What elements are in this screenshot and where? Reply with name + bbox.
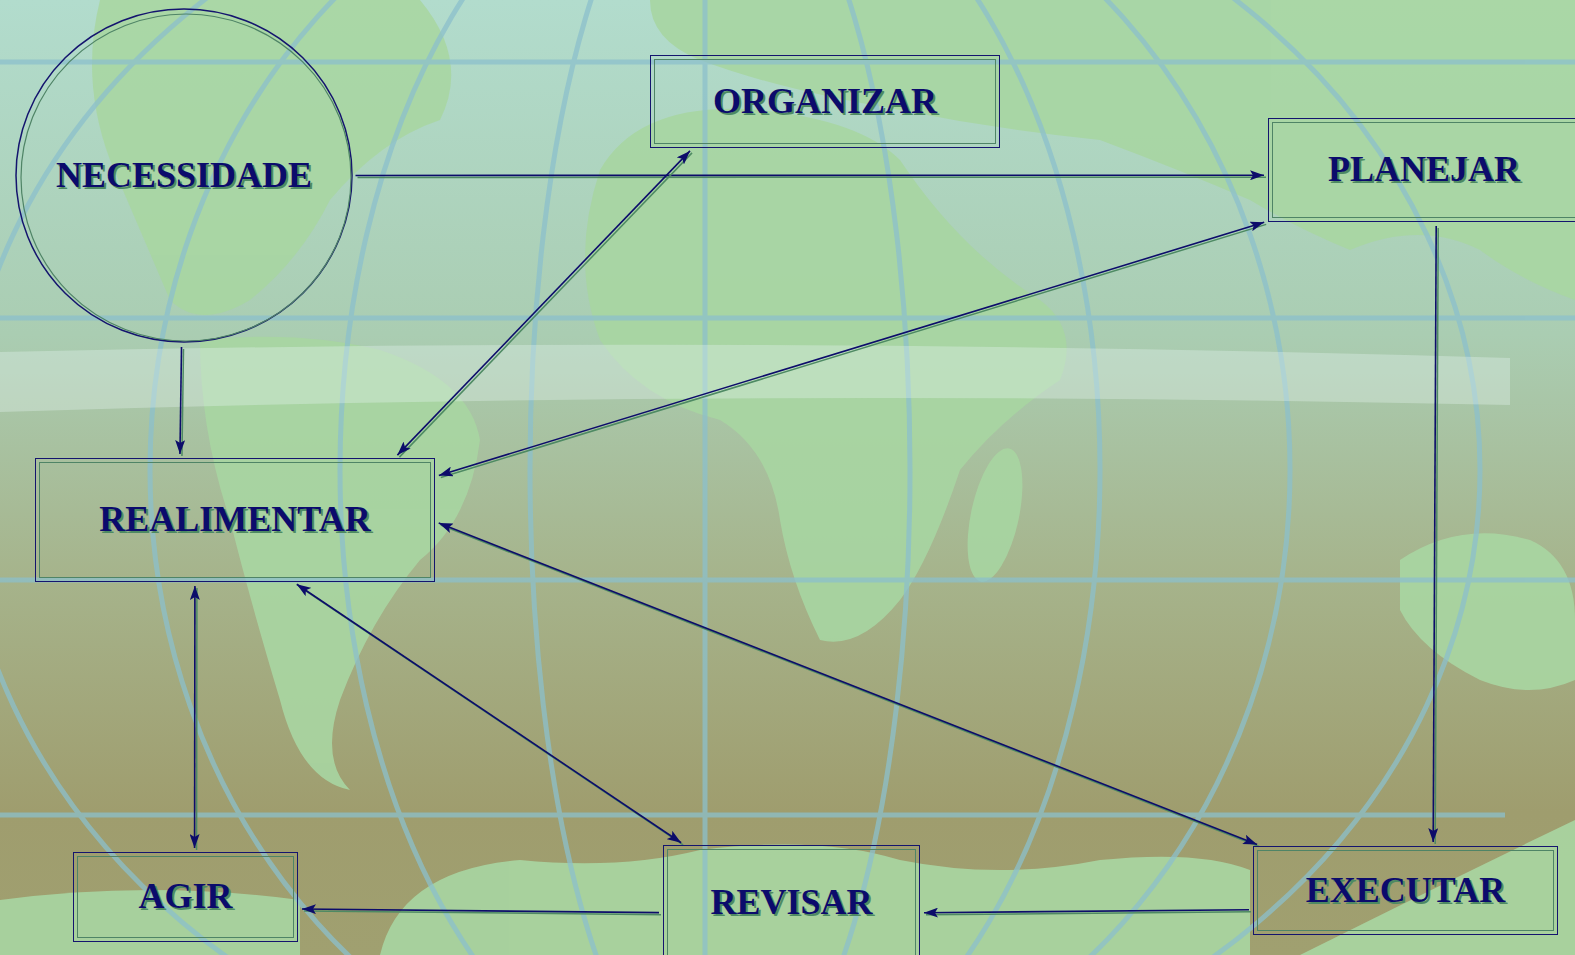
connector-line xyxy=(180,347,182,454)
node-label: PLANEJAR xyxy=(1328,150,1520,190)
connector xyxy=(439,523,1259,846)
node-label: ORGANIZAR xyxy=(713,82,937,122)
meridian-line xyxy=(0,0,1480,955)
node-label: REALIMENTAR xyxy=(99,500,370,540)
continent xyxy=(1400,533,1575,690)
meridian-line xyxy=(530,0,910,955)
connector-line xyxy=(194,586,196,848)
connector xyxy=(356,175,1267,177)
node-label: NECESSIDADE xyxy=(56,156,312,196)
node-label: EXECUTAR xyxy=(1306,871,1505,911)
circle-node: NECESSIDADE xyxy=(15,8,353,343)
connector-line xyxy=(356,174,1265,176)
circle-outline xyxy=(16,9,352,342)
process-box: REVISAR xyxy=(663,845,920,955)
connector xyxy=(297,584,683,845)
connector-shadow xyxy=(182,349,184,456)
connector-line xyxy=(439,222,1264,475)
process-box: ORGANIZAR xyxy=(650,55,1000,148)
connector-line xyxy=(924,910,1249,913)
connector xyxy=(439,222,1266,477)
process-box: REALIMENTAR xyxy=(35,458,435,582)
node-label: AGIR xyxy=(138,877,232,917)
latitude-line xyxy=(0,60,1575,65)
island xyxy=(957,443,1032,586)
process-box: AGIR xyxy=(73,852,298,942)
connector-shadow xyxy=(441,525,1259,846)
latitude-line xyxy=(0,813,1505,818)
circle-outline xyxy=(21,14,351,341)
process-box: PLANEJAR xyxy=(1268,118,1575,222)
connector-line xyxy=(397,151,690,455)
connector-line xyxy=(439,523,1257,844)
meridian-line xyxy=(150,0,1290,955)
latitude-line xyxy=(0,316,1575,321)
connector xyxy=(195,586,197,850)
connector-shadow xyxy=(196,588,198,850)
process-box: EXECUTAR xyxy=(1253,846,1558,935)
connector-line xyxy=(302,909,659,913)
connector xyxy=(180,347,184,456)
connector xyxy=(1433,226,1438,844)
connector-shadow xyxy=(441,224,1266,477)
meridian-line xyxy=(703,0,708,955)
connector xyxy=(302,909,661,915)
meridian-line xyxy=(340,0,1100,955)
connector xyxy=(924,910,1251,915)
connector-line xyxy=(1433,226,1436,842)
connector-shadow xyxy=(358,176,1267,178)
continent xyxy=(380,844,1250,955)
node-label: REVISAR xyxy=(710,883,872,923)
connector-line xyxy=(297,584,681,843)
